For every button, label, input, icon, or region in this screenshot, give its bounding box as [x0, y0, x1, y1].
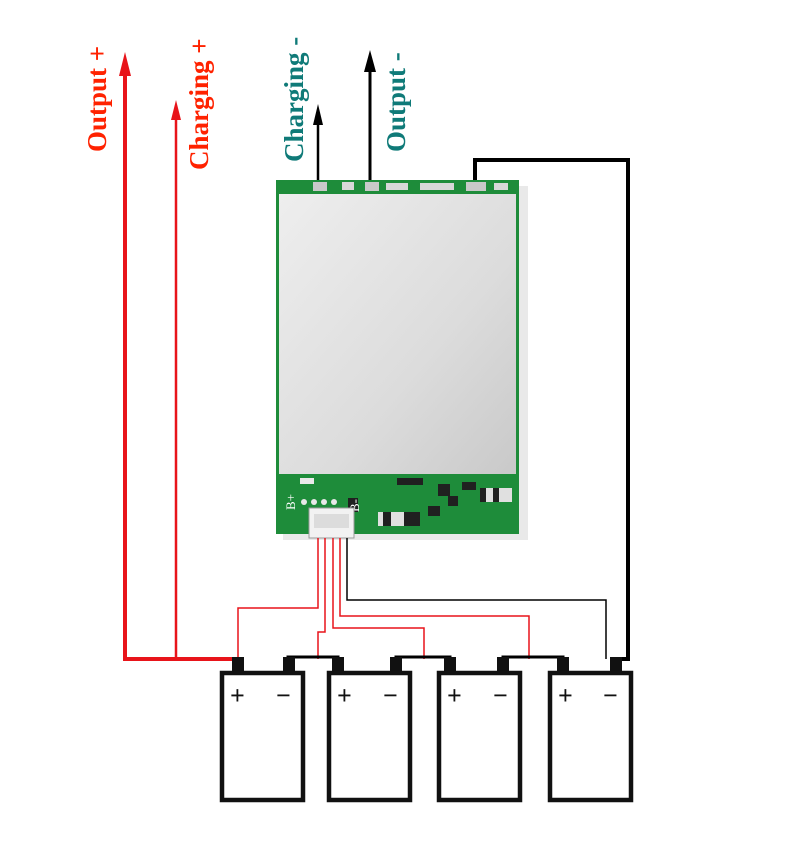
smd-component [428, 506, 440, 516]
smd-component [383, 512, 391, 526]
balance-wire-1 [237, 538, 319, 659]
smd-component [493, 488, 499, 502]
smd-component [348, 498, 358, 512]
series-link-2 [394, 655, 452, 660]
charging-plus-label: Charging + [184, 38, 214, 170]
battery-2-plus: + [337, 681, 352, 710]
charging-minus-arrow [313, 104, 323, 125]
output-minus-wire [364, 50, 376, 184]
battery-3: + − [436, 657, 523, 803]
battery-4-plus: + [558, 681, 573, 710]
battery-3-plus: + [447, 681, 462, 710]
pad-dot [311, 499, 317, 505]
smd-component [480, 488, 486, 502]
pad-dot [301, 499, 307, 505]
battery-1: + − [219, 657, 306, 803]
smd-component [397, 478, 423, 485]
battery-2-minus: − [383, 681, 398, 710]
smd-component [300, 478, 314, 484]
top-pad [365, 182, 379, 191]
balance-wires [237, 538, 607, 659]
pad-dot [321, 499, 327, 505]
balance-wire-4 [339, 538, 530, 659]
top-pad [342, 182, 354, 190]
b-minus-wire [473, 158, 630, 661]
battery-4-minus: − [603, 681, 618, 710]
top-pad [386, 183, 408, 190]
balance-connector-slot [314, 514, 349, 528]
balance-wire-3 [332, 538, 425, 659]
bms-board: B+ B- [276, 180, 519, 539]
series-link-1 [286, 655, 340, 660]
battery-4: + − [547, 657, 634, 803]
smd-component [462, 482, 476, 490]
charging-minus-wire [313, 104, 323, 184]
top-pad [466, 182, 486, 191]
smd-component [438, 484, 450, 496]
top-pad [420, 183, 454, 190]
charging-minus-label: Charging - [279, 37, 309, 162]
output-plus-label: Output + [82, 46, 112, 152]
charging-plus-wire [171, 100, 181, 659]
smd-component [404, 512, 420, 526]
output-plus-arrow [119, 52, 131, 76]
battery-2: + − [326, 657, 413, 803]
battery-3-minus: − [493, 681, 508, 710]
battery-1-plus: + [230, 681, 245, 710]
output-minus-arrow [364, 50, 376, 72]
smd-component [448, 496, 458, 506]
battery-1-minus: − [276, 681, 291, 710]
balance-wire-2 [317, 538, 326, 659]
heatsink [279, 194, 516, 474]
top-pad [313, 182, 327, 191]
output-minus-label: Output - [381, 52, 411, 152]
charging-plus-arrow [171, 100, 181, 120]
series-link-3 [501, 655, 565, 660]
top-pad [494, 183, 508, 190]
output-plus-wire [119, 52, 240, 661]
series-links [286, 655, 565, 660]
pad-dot [331, 499, 337, 505]
pad-b-plus-label: B+ [283, 494, 298, 510]
balance-wire-5 [346, 538, 607, 659]
